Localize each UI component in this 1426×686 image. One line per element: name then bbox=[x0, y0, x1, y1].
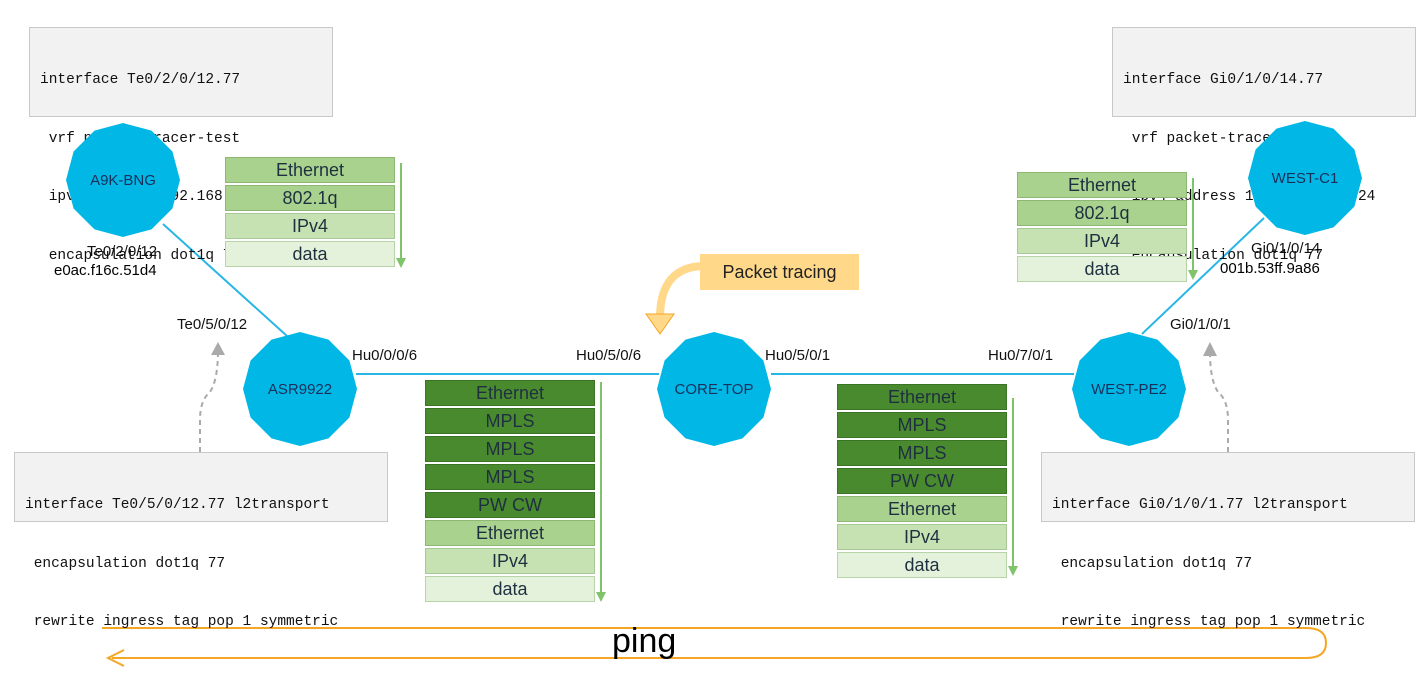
router-shape bbox=[66, 123, 180, 237]
packet-tracing-callout: Packet tracing bbox=[700, 254, 859, 290]
packet-tracing-arrow bbox=[656, 262, 706, 319]
config-box-bottom-left: interface Te0/5/0/12.77 l2transport enca… bbox=[14, 452, 388, 630]
config-line: interface Te0/2/0/12.77 bbox=[40, 72, 241, 88]
interface-label-asr-te: Te0/5/0/12 bbox=[177, 316, 248, 333]
link-a9k-asr bbox=[162, 223, 288, 337]
config-pointer-left bbox=[199, 349, 219, 452]
interface-label-asr-hu: Hu0/0/0/6 bbox=[352, 347, 418, 364]
config-pointer-left-head bbox=[211, 342, 225, 355]
config-pointer-right bbox=[1209, 351, 1229, 452]
config-line: interface Te0/5/0/12.77 l2transport bbox=[25, 497, 330, 513]
header-cell: MPLS bbox=[837, 440, 1007, 466]
header-cell: IPv4 bbox=[1017, 228, 1187, 254]
header-cell: Ethernet bbox=[837, 384, 1007, 410]
config-box-bottom-right: interface Gi0/1/0/1.77 l2transport encap… bbox=[1041, 452, 1415, 630]
header-cell: MPLS bbox=[837, 412, 1007, 438]
stack-arrow-left-core-head bbox=[596, 592, 606, 602]
node-label: CORE-TOP bbox=[674, 380, 754, 398]
header-cell: data bbox=[1017, 256, 1187, 282]
header-cell: data bbox=[837, 552, 1007, 578]
interface-label-core-hu-right: Hu0/5/0/1 bbox=[765, 347, 831, 364]
mac-label-c1: 001b.53ff.9a86 bbox=[1220, 260, 1320, 277]
header-cell: Ethernet bbox=[837, 496, 1007, 522]
link-pe2-c1 bbox=[1141, 217, 1265, 335]
config-box-top-left: interface Te0/2/0/12.77 vrf packet-trace… bbox=[29, 27, 333, 264]
config-pointer-right-head bbox=[1203, 342, 1217, 356]
config-box-top-right: interface Gi0/1/0/14.77 vrf packet-trace… bbox=[1112, 27, 1416, 264]
node-asr9922: ASR9922 bbox=[243, 332, 357, 446]
node-label: WEST-C1 bbox=[1271, 169, 1339, 187]
stack-arrow-right-core-head bbox=[1008, 566, 1018, 576]
header-cell: IPv4 bbox=[837, 524, 1007, 550]
header-cell: Ethernet bbox=[425, 380, 595, 406]
router-shape bbox=[657, 332, 771, 446]
config-line: encapsulation dot1q 77 bbox=[1052, 555, 1253, 572]
header-cell: IPv4 bbox=[425, 548, 595, 574]
stack-arrow-right-access-head bbox=[1188, 270, 1198, 280]
header-cell: MPLS bbox=[425, 408, 595, 434]
mac-label-a9k: e0ac.f16c.51d4 bbox=[54, 262, 157, 279]
interface-label-c1-gi: Gi0/1/0/14 bbox=[1251, 240, 1321, 257]
node-a9k-bng: A9K-BNG bbox=[66, 123, 180, 237]
config-line: rewrite ingress tag pop 1 symmetric bbox=[1052, 614, 1366, 630]
ping-arrow bbox=[102, 627, 1328, 659]
header-cell: Ethernet bbox=[425, 520, 595, 546]
config-line: encapsulation dot1q 77 bbox=[25, 555, 226, 572]
header-cell: PW CW bbox=[837, 468, 1007, 494]
router-shape bbox=[1248, 121, 1362, 235]
interface-label-pe2-gi: Gi0/1/0/1 bbox=[1170, 316, 1231, 333]
node-label: WEST-PE2 bbox=[1091, 380, 1167, 398]
config-line: interface Gi0/1/0/14.77 bbox=[1123, 72, 1324, 88]
interface-label-core-hu-left: Hu0/5/0/6 bbox=[576, 347, 642, 364]
node-label: A9K-BNG bbox=[90, 171, 156, 189]
router-shape bbox=[1072, 332, 1186, 446]
header-cell: Ethernet bbox=[225, 157, 395, 183]
header-cell: data bbox=[225, 241, 395, 267]
header-cell: 802.1q bbox=[1017, 200, 1187, 226]
stack-arrow-left-access-head bbox=[396, 258, 406, 268]
config-line: rewrite ingress tag pop 1 symmetric bbox=[25, 614, 339, 630]
node-west-c1: WEST-C1 bbox=[1248, 121, 1362, 235]
interface-label-pe2-hu: Hu0/7/0/1 bbox=[988, 347, 1054, 364]
node-west-pe2: WEST-PE2 bbox=[1072, 332, 1186, 446]
ping-arrow-head bbox=[105, 649, 125, 667]
header-cell: 802.1q bbox=[225, 185, 395, 211]
packet-tracing-arrow-head bbox=[645, 313, 675, 335]
header-cell: MPLS bbox=[425, 464, 595, 490]
header-cell: IPv4 bbox=[225, 213, 395, 239]
node-core-top: CORE-TOP bbox=[657, 332, 771, 446]
header-cell: PW CW bbox=[425, 492, 595, 518]
header-cell: MPLS bbox=[425, 436, 595, 462]
ping-label: ping bbox=[612, 622, 677, 660]
interface-label-a9k-te: Te0/2/0/12 bbox=[87, 243, 158, 260]
node-label: ASR9922 bbox=[267, 380, 333, 398]
router-shape bbox=[243, 332, 357, 446]
header-cell: Ethernet bbox=[1017, 172, 1187, 198]
header-cell: data bbox=[425, 576, 595, 602]
config-line: interface Gi0/1/0/1.77 l2transport bbox=[1052, 497, 1348, 513]
